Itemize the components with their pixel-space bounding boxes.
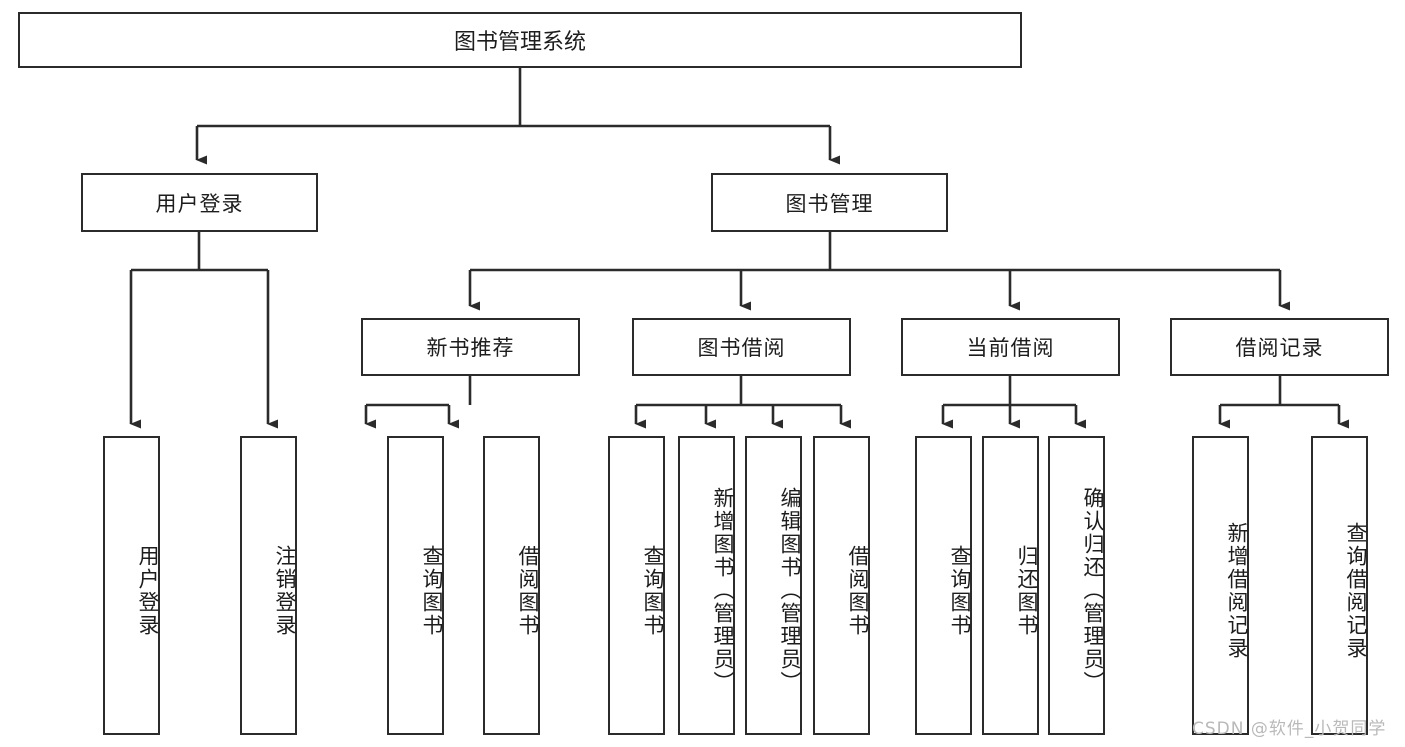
node-leaf-add-book-label: 新增图书（管理员） xyxy=(711,487,734,694)
node-book-manage-label: 图书管理 xyxy=(785,192,874,216)
node-leaf-query-book-3-label: 查询图书 xyxy=(948,544,971,637)
node-leaf-logout-login[interactable]: 注销登录 xyxy=(240,436,297,735)
node-leaf-edit-book[interactable]: 编辑图书（管理员） xyxy=(745,436,802,735)
watermark: CSDN @软件_小贺同学 xyxy=(1192,719,1387,739)
node-current-borrow[interactable]: 当前借阅 xyxy=(901,318,1120,376)
node-borrow-record[interactable]: 借阅记录 xyxy=(1170,318,1389,376)
node-leaf-confirm-return[interactable]: 确认归还（管理员） xyxy=(1048,436,1105,735)
node-leaf-query-book-2-label: 查询图书 xyxy=(641,544,664,637)
node-leaf-borrow-book-2-label: 借阅图书 xyxy=(846,544,869,637)
node-new-book-recommend-label: 新书推荐 xyxy=(426,337,515,360)
node-leaf-query-record-label: 查询借阅记录 xyxy=(1344,521,1367,660)
node-borrow-record-label: 借阅记录 xyxy=(1235,337,1324,360)
node-leaf-confirm-return-label: 确认归还（管理员） xyxy=(1081,487,1104,694)
node-leaf-query-book-1[interactable]: 查询图书 xyxy=(387,436,444,735)
node-leaf-borrow-book-1[interactable]: 借阅图书 xyxy=(483,436,540,735)
node-leaf-query-book-3[interactable]: 查询图书 xyxy=(915,436,972,735)
node-leaf-add-record-label: 新增借阅记录 xyxy=(1225,521,1248,660)
node-leaf-logout-login-label: 注销登录 xyxy=(273,544,296,637)
node-root[interactable]: 图书管理系统 xyxy=(18,12,1022,68)
node-leaf-borrow-book-1-label: 借阅图书 xyxy=(516,544,539,637)
node-current-borrow-label: 当前借阅 xyxy=(966,337,1055,360)
node-leaf-return-book-label: 归还图书 xyxy=(1015,544,1038,637)
node-leaf-query-book-1-label: 查询图书 xyxy=(420,544,443,637)
node-book-borrow[interactable]: 图书借阅 xyxy=(632,318,851,376)
node-leaf-add-record[interactable]: 新增借阅记录 xyxy=(1192,436,1249,735)
node-leaf-query-book-2[interactable]: 查询图书 xyxy=(608,436,665,735)
node-leaf-edit-book-label: 编辑图书（管理员） xyxy=(778,487,801,694)
node-new-book-recommend[interactable]: 新书推荐 xyxy=(361,318,580,376)
node-leaf-user-login-label: 用户登录 xyxy=(136,544,159,637)
node-root-label: 图书管理系统 xyxy=(453,29,586,54)
node-leaf-user-login[interactable]: 用户登录 xyxy=(103,436,160,735)
node-leaf-return-book[interactable]: 归还图书 xyxy=(982,436,1039,735)
node-leaf-query-record[interactable]: 查询借阅记录 xyxy=(1311,436,1368,735)
node-book-manage[interactable]: 图书管理 xyxy=(711,173,948,232)
node-leaf-add-book[interactable]: 新增图书（管理员） xyxy=(678,436,735,735)
node-leaf-borrow-book-2[interactable]: 借阅图书 xyxy=(813,436,870,735)
node-user-login-label: 用户登录 xyxy=(155,192,244,216)
node-book-borrow-label: 图书借阅 xyxy=(697,337,786,360)
node-user-login[interactable]: 用户登录 xyxy=(81,173,318,232)
